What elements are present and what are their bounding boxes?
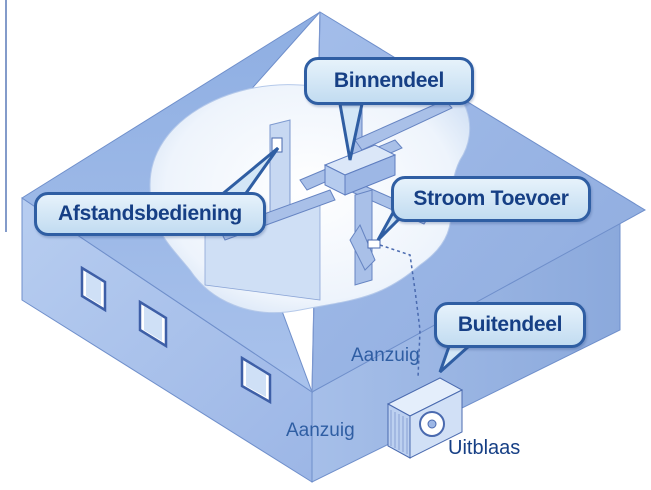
power-supply-label: Stroom Toevoer bbox=[391, 176, 591, 222]
exhaust-label: Uitblaas bbox=[448, 437, 521, 459]
outdoor-unit-label: Buitendeel bbox=[434, 302, 586, 348]
windows bbox=[80, 265, 272, 405]
outdoor-unit bbox=[386, 377, 464, 459]
remote-control-label: Afstandsbediening bbox=[34, 192, 266, 236]
intake-side-label: Aanzuig bbox=[286, 420, 355, 441]
power-cable bbox=[379, 244, 421, 379]
power-supply-box bbox=[367, 239, 381, 249]
indoor-unit-label: Binnendeel bbox=[304, 57, 474, 105]
indoor-unit-box bbox=[323, 144, 397, 196]
intake-top-label: Aanzuig bbox=[351, 345, 420, 366]
